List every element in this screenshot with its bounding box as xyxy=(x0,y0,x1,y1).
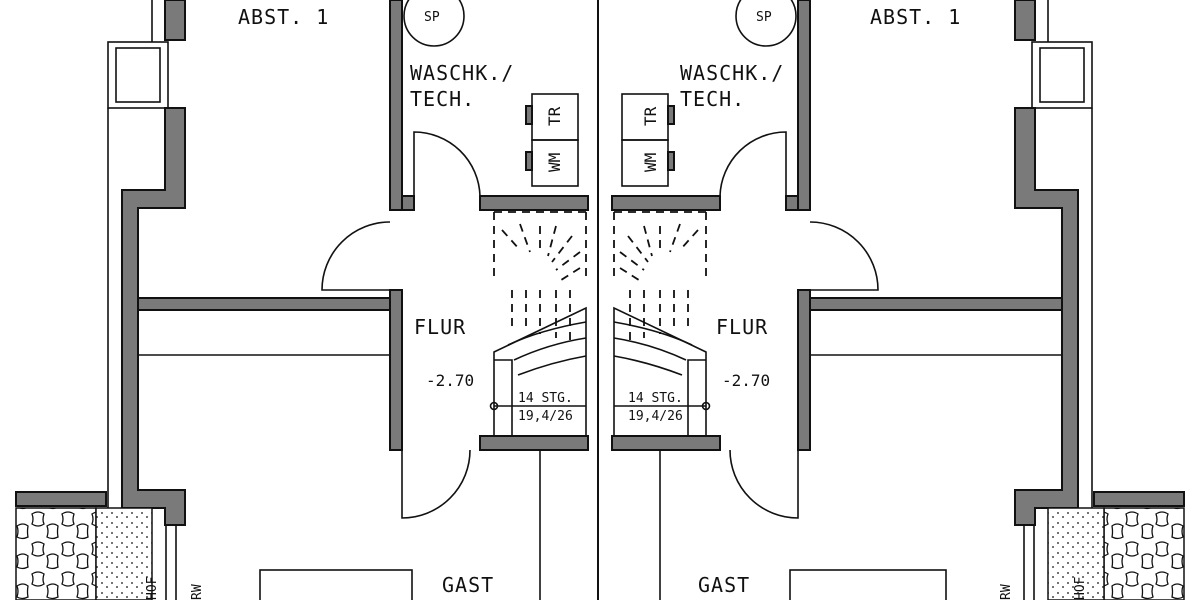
left-unit xyxy=(15,0,599,600)
left-terrace xyxy=(15,507,97,600)
left-storage-label: SP xyxy=(424,10,440,25)
right-stair-steps: 14 STG. xyxy=(628,391,683,406)
left-partition-wall xyxy=(137,297,391,311)
left-gravel xyxy=(95,507,153,600)
right-flur-label: FLUR xyxy=(716,315,768,339)
left-dryer-label: TR xyxy=(545,106,564,126)
left-flur-label: FLUR xyxy=(414,315,466,339)
left-gast-label: GAST xyxy=(442,573,494,597)
left-stair-steps: 14 STG. xyxy=(518,391,573,406)
left-stair-outline xyxy=(493,211,587,280)
left-wasch-label-2: TECH. xyxy=(410,87,475,111)
left-window xyxy=(107,41,169,109)
right-level-label: -2.70 xyxy=(722,371,770,390)
left-door-swing-abst xyxy=(321,221,391,291)
left-washer-label: WM xyxy=(545,153,564,172)
right-storage-label: SP xyxy=(756,10,772,25)
right-dryer-label: TR xyxy=(641,106,660,126)
right-hof-label: HOF xyxy=(1073,576,1088,600)
left-stair-ratio: 19,4/26 xyxy=(518,409,573,424)
right-washer-label: WM xyxy=(641,153,660,172)
left-rw-label: RW xyxy=(190,584,205,600)
left-gast-bed xyxy=(259,569,413,600)
left-stair-winder xyxy=(493,306,587,437)
left-wasch-label-1: WASCHK./ xyxy=(410,61,514,85)
right-wasch-label-1: WASCHK./ xyxy=(680,61,784,85)
right-abst-label: ABST. 1 xyxy=(870,5,961,29)
right-stair-ratio: 19,4/26 xyxy=(628,409,683,424)
left-storage-circle xyxy=(403,0,465,47)
left-door-swing-gast xyxy=(401,449,471,519)
right-gast-label: GAST xyxy=(698,573,750,597)
left-exterior-wall xyxy=(164,0,186,41)
left-door-swing-wasch xyxy=(413,131,481,197)
right-unit xyxy=(611,0,1185,600)
left-level-label: -2.70 xyxy=(426,371,474,390)
left-hof-label: HOF xyxy=(145,576,160,600)
right-rw-label: RW xyxy=(999,584,1014,600)
right-wasch-label-2: TECH. xyxy=(680,87,745,111)
left-abst-label: ABST. 1 xyxy=(238,5,329,29)
